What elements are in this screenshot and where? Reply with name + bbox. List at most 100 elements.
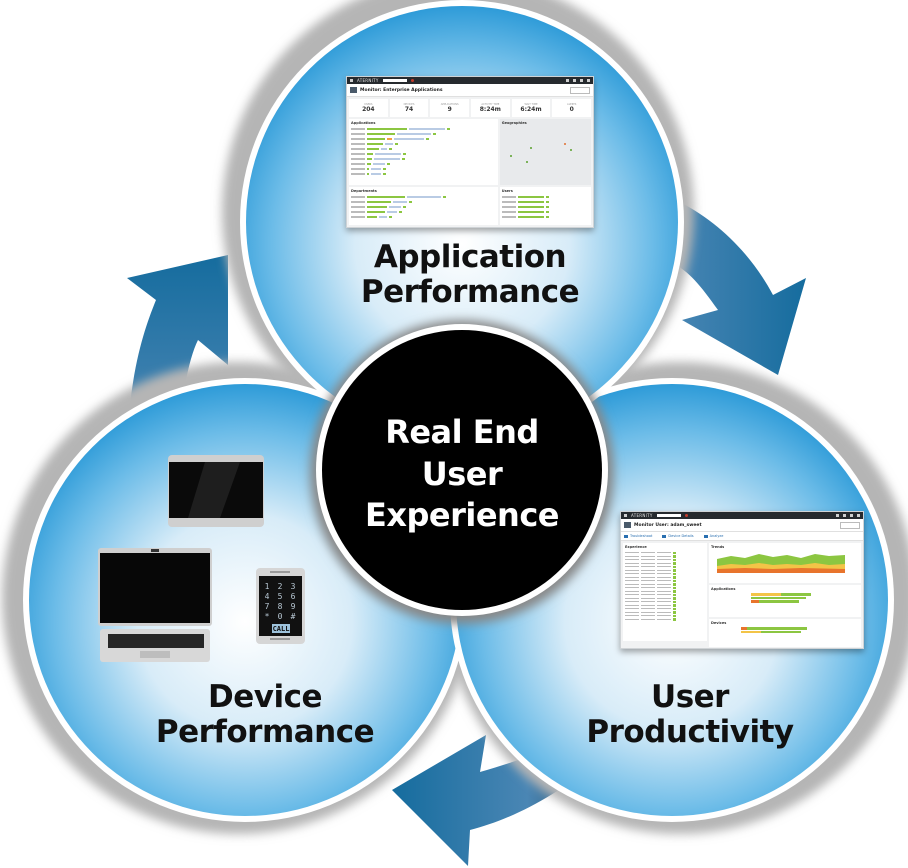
table-row xyxy=(351,200,496,204)
list-item xyxy=(625,569,705,573)
phone-key: 4 xyxy=(265,592,270,601)
list-item xyxy=(625,593,705,597)
list-item xyxy=(625,583,705,587)
departments-panel: Departments xyxy=(349,187,498,225)
phone-key: 5 xyxy=(278,592,283,601)
brand-logo: ATERNITY xyxy=(631,513,653,518)
kpi-value: 9 xyxy=(447,106,452,113)
user-icon xyxy=(850,514,853,517)
label-line: Device xyxy=(208,679,323,715)
panel-title: Geographies xyxy=(501,121,527,125)
list-item xyxy=(625,586,705,590)
phone-key: # xyxy=(291,612,296,621)
list-item xyxy=(625,614,705,618)
kpi-label: DEVICES xyxy=(403,103,415,106)
label-line: Experience xyxy=(364,496,560,535)
list-item xyxy=(625,558,705,562)
table-row xyxy=(351,210,496,214)
trend-area-chart xyxy=(717,554,845,573)
dashboard-title: Monitor: Enterprise Applications xyxy=(360,87,443,93)
devices-panel: Devices xyxy=(709,619,861,647)
list-item xyxy=(625,551,705,555)
experience-panel: Experience xyxy=(623,543,707,641)
table-row xyxy=(501,215,589,219)
table-row xyxy=(351,215,496,219)
kpi-value: 0 xyxy=(569,106,574,113)
label-line: Productivity xyxy=(586,713,794,750)
table-row xyxy=(351,205,496,209)
phone-key: 0 xyxy=(278,612,283,621)
list-item xyxy=(625,572,705,576)
table-row xyxy=(501,200,589,204)
panel-title: Devices xyxy=(711,621,727,625)
label-line: Real End xyxy=(385,413,539,451)
dashboard-titlebar: Monitor User: adam_sweet xyxy=(621,519,863,532)
menu-icon xyxy=(624,514,627,517)
dashboard-topbar: ATERNITY xyxy=(347,77,593,84)
panel-title: Applications xyxy=(351,121,376,125)
timeframe-select xyxy=(840,521,860,529)
stacked-bar xyxy=(711,627,859,630)
search-input xyxy=(382,79,407,82)
list-item xyxy=(625,555,705,559)
kpi-value: 8:24m xyxy=(479,106,501,113)
table-row xyxy=(351,152,496,156)
panel-title: Applications xyxy=(711,587,736,591)
print-icon xyxy=(843,514,846,517)
tab-analyze: Analyze xyxy=(704,534,724,538)
applications-panel: Applications xyxy=(709,585,861,617)
table-row xyxy=(351,132,496,136)
label-line: Performance xyxy=(360,273,580,310)
dashboard-topbar: ATERNITY xyxy=(621,512,863,519)
list-item xyxy=(625,607,705,611)
monitor-icon xyxy=(350,87,357,93)
share-icon xyxy=(836,514,839,517)
panel-title: Departments xyxy=(351,189,377,193)
share-icon xyxy=(566,79,569,82)
list-item xyxy=(625,562,705,566)
phone-call-label: CALL xyxy=(273,625,290,633)
list-item xyxy=(625,597,705,601)
table-row xyxy=(351,172,496,176)
list-item xyxy=(625,600,705,604)
center-circle xyxy=(322,330,602,610)
table-row xyxy=(351,142,496,146)
application-performance-label: Application Performance xyxy=(330,240,610,309)
panel-title: Experience xyxy=(625,545,647,549)
kpi-label: APPLICATIONS xyxy=(440,103,459,106)
alert-icon xyxy=(410,79,414,82)
label-line: User xyxy=(421,454,503,493)
gear-icon xyxy=(587,79,590,82)
list-item xyxy=(625,611,705,615)
table-row xyxy=(501,195,589,199)
timeframe-select xyxy=(570,86,590,94)
brand-logo: ATERNITY xyxy=(357,78,379,83)
stacked-bar xyxy=(711,593,859,596)
user-dashboard-screenshot: ATERNITY Monitor User: adam_sweet Troubl… xyxy=(620,511,864,649)
tab-troubleshoot: Troubleshoot xyxy=(624,534,652,538)
user-productivity-label: User Productivity xyxy=(555,680,825,749)
dashboard-title: Monitor User: adam_sweet xyxy=(634,522,702,528)
kpi-label: USERS xyxy=(364,103,373,106)
label-line: User xyxy=(651,679,729,715)
table-row xyxy=(351,137,496,141)
table-row xyxy=(501,205,589,209)
phone-key: 8 xyxy=(278,602,283,611)
phone-key: 2 xyxy=(278,582,283,591)
menu-icon xyxy=(350,79,353,82)
application-dashboard-screenshot: ATERNITY Monitor: Enterprise Application… xyxy=(346,76,594,228)
kpi-label: ALERTS xyxy=(567,103,577,106)
arrow-application-to-user xyxy=(671,200,806,375)
phone-key: 3 xyxy=(291,582,296,591)
table-row xyxy=(351,195,496,199)
kpi-value: 74 xyxy=(404,106,414,113)
monitor-icon xyxy=(624,522,631,528)
applications-panel: Applications xyxy=(349,119,498,185)
table-row xyxy=(351,157,496,161)
